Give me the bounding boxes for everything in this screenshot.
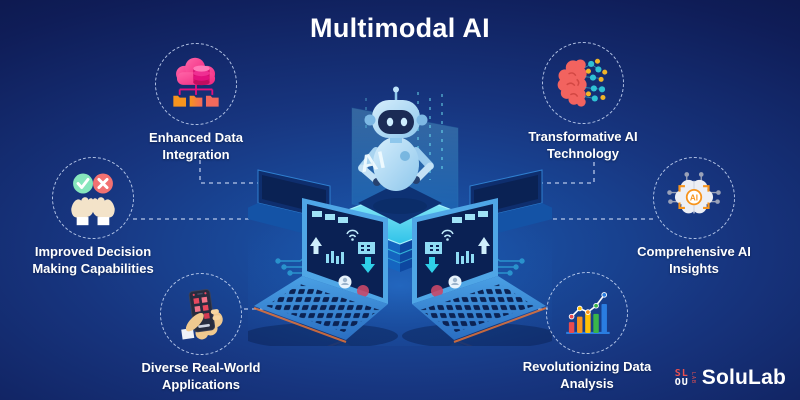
multimodal-ai-illustration: AI [248,86,552,346]
node-label: Transformative AI Technology [528,129,638,161]
dashed-circle [52,157,134,239]
dashed-circle [546,272,628,354]
hands-check-cross-icon [71,173,115,226]
arrow-down-icon [361,257,375,273]
node-improved-decision-making: Improved Decision Making Capabilities [32,157,154,277]
equalizer-bars [326,251,344,264]
digital-brain-icon [557,58,608,107]
node-revolutionizing-data-analysis: Revolutionizing Data Analysis [523,272,651,392]
node-label: Improved Decision Making Capabilities [32,244,154,276]
open-hand-icon [71,197,94,226]
folder-icons [173,95,219,107]
robot-icon [358,86,434,214]
arrow-up-icon [310,237,322,254]
dashed-circle [542,42,624,124]
node-transformative-ai-technology: Transformative AI Technology [528,42,638,162]
cloud-database-folders-icon [173,57,219,107]
dashed-circle: AI [653,157,735,239]
node-label: Enhanced Data Integration [149,130,243,162]
thumb [185,313,204,332]
solulab-logo-mark: SL OU LAB [674,367,696,388]
brand-name: SoluLab [701,366,786,389]
ai-brain-chip-icon: AI [667,172,721,214]
node-diverse-real-world-applications: Diverse Real-World Applications [142,273,260,393]
svg-text:AI: AI [690,193,698,202]
node-label: Diverse Real-World Applications [141,360,261,392]
dashed-circle [160,273,242,355]
node-label: Revolutionizing Data Analysis [522,359,652,391]
cross-circle-icon [93,173,113,194]
growth-bar-chart-icon [566,292,610,335]
dashed-circle [155,43,237,125]
front-laptop-icon [253,198,388,343]
page-title: Multimodal AI [310,13,490,43]
node-comprehensive-ai-insights: AI Comprehensive AI Insights [637,157,751,277]
hand-smartphone-icon [181,289,223,340]
wifi-icon [346,229,359,238]
corner-brackets [678,185,710,210]
check-circle-icon [73,173,93,194]
user-circle-icon [338,275,352,289]
ai-hologram-label: AI [358,146,389,178]
node-enhanced-data-integration: Enhanced Data Integration [149,43,243,163]
node-label: Comprehensive AI Insights [637,244,751,276]
solulab-brand: SL OU LAB SoluLab [675,366,786,390]
database-icon [193,65,210,86]
bars [568,303,607,333]
